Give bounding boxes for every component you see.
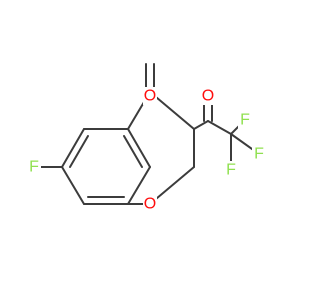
label-bg: [201, 87, 215, 105]
label-bg: [143, 87, 157, 105]
benzene-ring: [61, 128, 151, 205]
double-bond-inner: [69, 135, 89, 168]
cf3-fluorine-top-label: F: [240, 112, 250, 129]
label-bg: [224, 161, 238, 179]
acyl-oxygen-label: O: [202, 88, 214, 105]
bond: [193, 120, 209, 130]
ketone-oxygen-label: O: [144, 88, 156, 105]
fluorine-label: F: [29, 159, 39, 176]
cf3-fluorine-right-label: F: [254, 146, 264, 163]
bond: [61, 166, 85, 205]
cf3-fluorine-bottom-label: F: [226, 162, 236, 179]
label-bg: [27, 158, 41, 176]
structure-drawing: F O O O F F F: [27, 63, 266, 213]
label-bg: [143, 195, 157, 213]
bond: [149, 91, 195, 130]
label-bg: [238, 111, 252, 129]
bond: [127, 128, 151, 168]
label-bg: [252, 145, 266, 163]
bond: [61, 128, 85, 168]
bond: [207, 120, 232, 135]
bond: [149, 166, 195, 205]
atom-labels: F O O O F F F: [27, 87, 266, 213]
molecule-diagram: F O O O F F F: [27, 63, 266, 213]
bond: [127, 166, 151, 205]
double-bond-inner: [123, 135, 143, 168]
ring-oxygen-label: O: [144, 196, 156, 213]
